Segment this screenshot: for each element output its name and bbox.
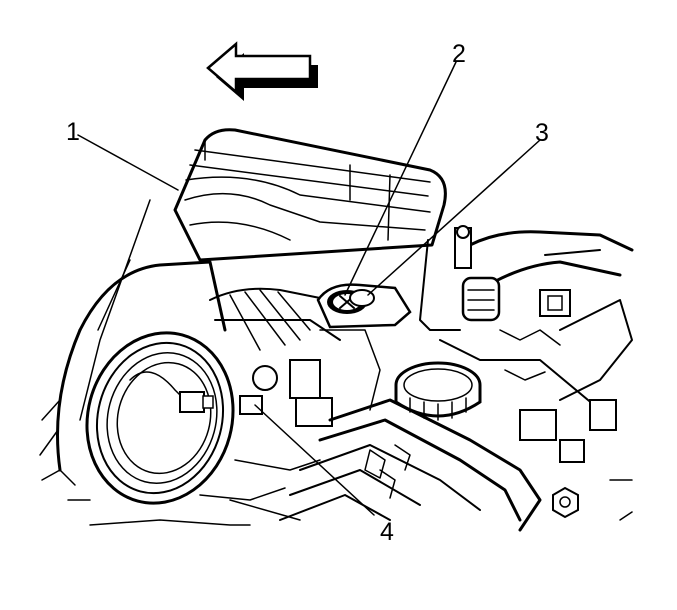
sensor-assembly: [209, 287, 381, 427]
sensor-cap: [316, 283, 412, 329]
callout-4: 4: [380, 518, 394, 546]
air-cleaner-housing: [173, 128, 447, 262]
oil-filler-cap: [394, 361, 482, 421]
lower-left-details: [41, 459, 633, 526]
leader-lines: [77, 61, 541, 516]
callout-2: 2: [452, 40, 466, 68]
callout-1: 1: [66, 118, 80, 146]
intake-duct: [39, 199, 227, 472]
engine-components-right: [419, 225, 634, 463]
lower-bracket: [279, 398, 542, 532]
throttle-body-ring: [85, 331, 235, 505]
left-arrow-icon: [206, 41, 318, 101]
callout-3: 3: [535, 119, 549, 147]
bolt: [552, 486, 579, 519]
